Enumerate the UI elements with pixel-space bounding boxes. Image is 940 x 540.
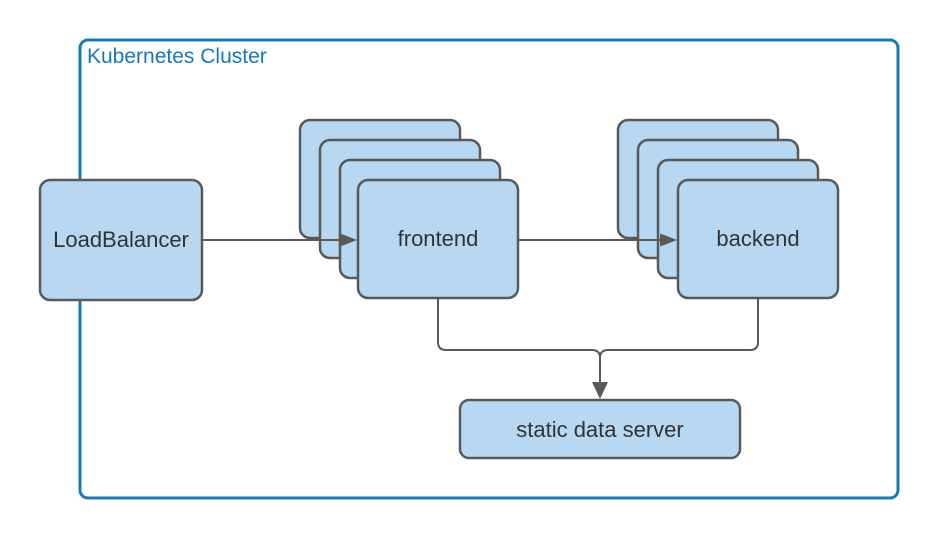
cluster-title: Kubernetes Cluster (87, 45, 267, 68)
static-data-server-node: static data server (458, 398, 742, 460)
edge-frontend-to-static-data-server (437, 298, 601, 383)
backend-label: backend (716, 226, 799, 251)
arrowhead-icon (592, 382, 608, 399)
static-data-server-box (458, 398, 742, 460)
edge-line (437, 298, 601, 383)
arrowhead-icon (660, 233, 677, 247)
edge-backend-to-static-data-server (599, 298, 759, 383)
frontend-label: frontend (398, 226, 479, 251)
loadbalancer-node: LoadBalancer (38, 178, 204, 302)
arrowhead-icon (340, 233, 357, 247)
static-data-server-label: static data server (516, 417, 684, 442)
backend-node: backend (676, 178, 840, 300)
edge-line (599, 298, 759, 383)
loadbalancer-label: LoadBalancer (53, 227, 189, 252)
frontend-node: frontend (356, 178, 520, 300)
edge-frontend-to-backend (518, 233, 677, 247)
edge-loadbalancer-to-frontend (202, 233, 357, 247)
